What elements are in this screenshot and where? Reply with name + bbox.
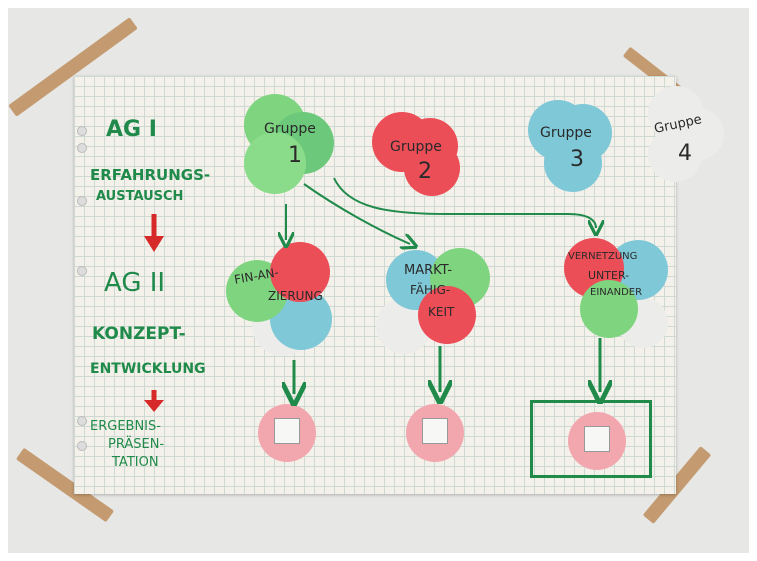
erfahrung-line1: ERFAHRUNGS- xyxy=(90,166,211,184)
punch-hole xyxy=(77,126,87,136)
punch-hole xyxy=(77,196,87,206)
topic1-line2: ZIERUNG xyxy=(268,289,323,303)
topic3-line3: EINANDER xyxy=(590,287,643,298)
topic2-line3: KEIT xyxy=(428,305,455,319)
punch-hole xyxy=(77,143,87,153)
punch-hole xyxy=(77,416,87,426)
group4-number: 4 xyxy=(678,141,692,166)
green-arrow xyxy=(333,177,596,228)
topic1-circle xyxy=(270,242,330,302)
topic2-line1: MARKT- xyxy=(404,263,453,278)
group2-circle xyxy=(404,140,460,196)
punch-hole xyxy=(77,266,87,276)
group1-circle xyxy=(244,132,306,194)
group2-number: 2 xyxy=(418,159,432,184)
group4-circle xyxy=(648,128,702,182)
topic3-circle xyxy=(580,280,638,338)
ergebnis-line3: TATION xyxy=(112,455,159,470)
punch-hole xyxy=(77,441,87,451)
green-arrow xyxy=(303,183,410,244)
wall-photo: AG I ERFAHRUNGS- AUSTAUSCH AG II KONZEPT… xyxy=(8,8,749,553)
group3-number: 3 xyxy=(570,147,584,172)
red-arrow xyxy=(144,236,164,252)
result-note xyxy=(274,418,300,444)
konzept-line2: ENTWICKLUNG xyxy=(90,361,206,377)
group1-number: 1 xyxy=(288,143,302,168)
group2-label: Gruppe xyxy=(390,139,442,155)
topic3-line1: VERNETZUNG xyxy=(568,251,638,262)
topic3-line2: UNTER- xyxy=(588,269,630,282)
result-note xyxy=(584,426,610,452)
group1-label: Gruppe xyxy=(264,121,316,137)
erfahrung-line2: AUSTAUSCH xyxy=(96,189,184,204)
topic2-circle xyxy=(418,286,476,344)
group3-label: Gruppe xyxy=(540,125,592,141)
marker-arrows xyxy=(144,177,749,412)
ag2-label: AG II xyxy=(104,268,166,298)
ag1-label: AG I xyxy=(106,117,157,142)
ergebnis-line1: ERGEBNIS- xyxy=(90,419,161,434)
result-note xyxy=(422,418,448,444)
ergebnis-line2: PRÄSEN- xyxy=(108,437,165,452)
konzept-line1: KONZEPT- xyxy=(92,324,186,344)
topic2-line2: FÄHIG- xyxy=(410,283,451,297)
group3-circle xyxy=(544,134,602,192)
red-arrow xyxy=(144,400,164,412)
